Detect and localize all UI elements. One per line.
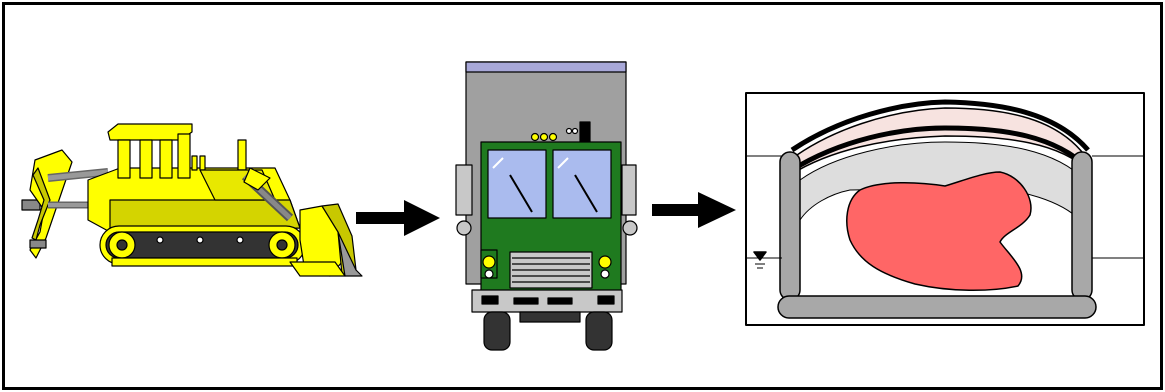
bulldozer-icon — [21, 123, 363, 277]
truck-icon — [455, 61, 638, 351]
arrow-right-icon — [356, 200, 440, 236]
contaminated-soil-mass — [846, 171, 1032, 292]
water-table-marker-icon — [753, 251, 767, 261]
lined-landfill-icon — [745, 92, 1145, 326]
arrow-right-icon — [652, 192, 736, 228]
